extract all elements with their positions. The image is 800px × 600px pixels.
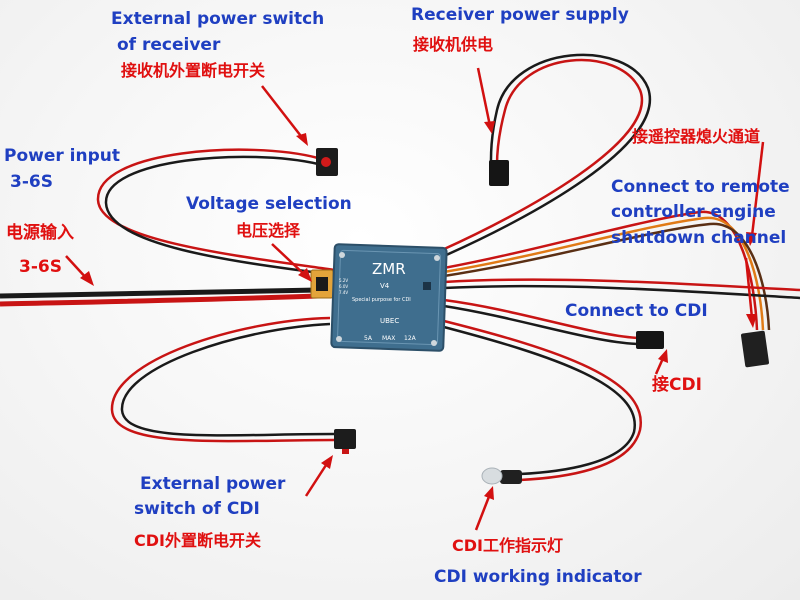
cdi-plug [636, 331, 664, 349]
arrow-indicator [474, 493, 492, 531]
label-voltage-selection-zh: 电压选择 [236, 221, 301, 240]
voltage-jumper [310, 269, 334, 299]
kill-channel-plug [741, 330, 769, 368]
arrow-kill-channel [750, 141, 765, 237]
board-rating-peak: 12A [404, 335, 417, 342]
receiver-switch-component [316, 148, 338, 176]
label-receiver-switch-en: External power switch [111, 9, 325, 29]
label-kill-channel-en: shutdown channel [611, 228, 787, 248]
label-kill-channel-zh: 接遥控器熄火通道 [632, 127, 761, 146]
arrow-receiver-supply [476, 67, 492, 127]
board-silk-voltage: 6.0V [339, 284, 348, 289]
annotation-arrows [65, 67, 765, 531]
cdi-red-wire [443, 298, 639, 340]
cdi-black-wire [443, 304, 639, 346]
label-indicator-zh: CDI工作指示灯 [452, 536, 563, 555]
power-input-black-wire [0, 287, 319, 299]
label-receiver-switch-en: of receiver [117, 35, 221, 55]
label-kill-channel-en: controller engine [611, 202, 776, 222]
arrow-kill-channel-2 [744, 257, 754, 319]
kill-channel-red-wire [443, 210, 759, 331]
board-rating-max: MAX [382, 335, 395, 342]
kill-channel-orange-wire [443, 216, 765, 331]
label-cdi-en: Connect to CDI [565, 301, 708, 321]
label-cdi-switch-en: External power [140, 474, 286, 494]
label-power-input-zh: 电源输入 [6, 223, 74, 243]
label-indicator-en: CDI working indicator [434, 567, 642, 587]
arrow-receiver-switch [261, 85, 305, 141]
board-silk-voltage: 7.4V [339, 290, 348, 295]
label-power-input-range-zh: 3-6S [19, 257, 62, 277]
label-cdi-switch-zh: CDI外置断电开关 [134, 531, 261, 550]
cdi-switch-black-wire [120, 322, 335, 437]
cdi-switch-component [334, 429, 356, 454]
right-red-wire [443, 278, 800, 292]
board-module: UBEC [380, 317, 399, 325]
board-version: V4 [380, 282, 390, 290]
receiver-switch-black-wire [104, 155, 336, 277]
label-cdi-switch-en: switch of CDI [134, 499, 260, 519]
label-receiver-supply-zh: 接收机供电 [413, 35, 494, 54]
board-silk-voltage: 5.2V [339, 278, 348, 283]
cdi-indicator-led [481, 467, 522, 485]
label-kill-channel-en: Connect to remote [611, 177, 790, 197]
board-purpose: Special purpose for CDI [352, 297, 411, 303]
receiver-supply-red-wire [441, 58, 644, 252]
label-power-input-range-en: 3-6S [10, 172, 53, 192]
label-voltage-selection-en: Voltage selection [186, 194, 352, 214]
board-rating-current: 5A [364, 335, 373, 342]
board-brand: ZMR [372, 260, 406, 278]
arrow-cdi-switch [304, 461, 330, 497]
label-cdi-zh: 接CDI [652, 375, 702, 395]
label-receiver-supply-en: Receiver power supply [411, 5, 629, 25]
indicator-red-wire [439, 318, 642, 482]
cdi-switch-red-wire [110, 316, 335, 443]
label-power-input-en: Power input [4, 146, 121, 166]
label-receiver-switch-zh: 接收机外置断电开关 [121, 61, 266, 80]
ubec-board: ZMR V4 Special purpose for CDI UBEC 5A M… [330, 243, 448, 352]
receiver-switch-red-wire [96, 148, 336, 272]
right-black-wire [443, 284, 800, 300]
power-input-red-wire [0, 293, 319, 307]
kill-channel-brown-wire [443, 222, 771, 331]
indicator-black-wire [439, 324, 636, 476]
arrow-voltage-selection [271, 243, 307, 277]
receiver-supply-black-wire [443, 53, 652, 258]
receiver-servo-plug [489, 160, 509, 186]
